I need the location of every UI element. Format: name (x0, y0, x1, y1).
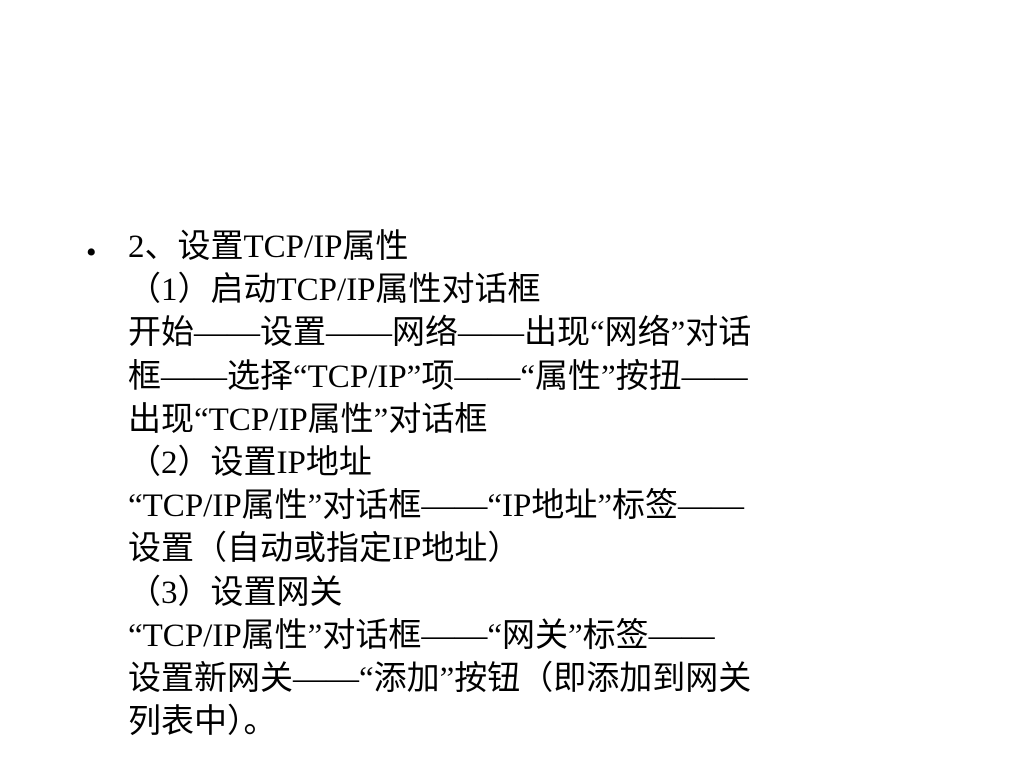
text-line: “TCP/IP属性”对话框——“IP地址”标签—— (128, 488, 744, 525)
text-line: 设置新网关——“添加”按钮（即添加到网关 (128, 660, 752, 697)
heading-line: 2、设置TCP/IP属性 (128, 229, 409, 265)
text-line: 出现“TCP/IP属性”对话框 (128, 401, 488, 438)
step-1-title: （1）启动TCP/IP属性对话框 (128, 272, 541, 309)
text-line: 列表中）。 (128, 704, 277, 741)
step-3-title: （3）设置网关 (128, 574, 343, 611)
text-line: 开始——设置——网络——出现“网络”对话 (128, 315, 752, 352)
bullet-marker: • (86, 236, 97, 269)
step-2-title: （2）设置IP地址 (128, 444, 372, 481)
bullet-text-block: 2、设置TCP/IP属性 （1）启动TCP/IP属性对话框 开始——设置——网络… (128, 226, 948, 744)
text-line: 框——选择“TCP/IP”项——“属性”按扭—— (128, 358, 748, 395)
text-line: “TCP/IP属性”对话框——“网关”标签—— (128, 617, 715, 654)
text-line: 设置（自动或指定IP地址） (128, 531, 521, 568)
